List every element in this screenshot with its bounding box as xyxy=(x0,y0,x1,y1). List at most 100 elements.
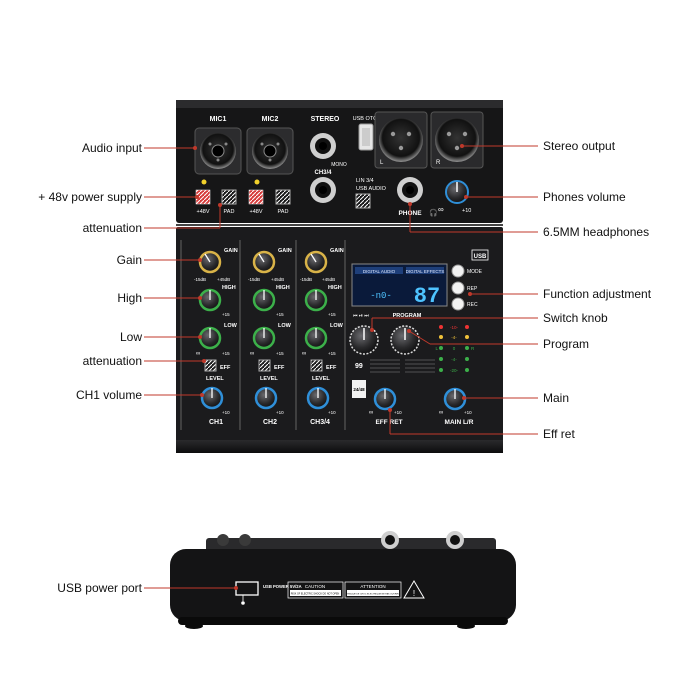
warning-mark: ! xyxy=(413,589,415,598)
display-program-number: 87 xyxy=(414,284,440,309)
ch2-level-label: LEVEL xyxy=(260,376,278,382)
usb-audio-switch[interactable] xyxy=(355,193,371,209)
callout-phones-volume: Phones volume xyxy=(543,190,626,204)
ch1-eff-button[interactable] xyxy=(204,359,217,372)
ch34-eff-button[interactable] xyxy=(310,359,323,372)
ch1-low-label: LOW xyxy=(224,323,238,329)
display-left-title: DIGITAL AUDIO xyxy=(363,269,396,274)
rec-label: REC xyxy=(467,302,478,308)
display-right-title: DIGITAL EFFECTS xyxy=(406,269,445,274)
ch1-level-max: +10 xyxy=(222,410,230,415)
ch2-name: CH2 xyxy=(263,419,277,426)
meter-label-minus4: -4- xyxy=(451,357,457,362)
usb-power-label: USB POWER 5V/2A xyxy=(263,584,302,589)
ch34-gain-label: GAIN xyxy=(330,248,344,254)
callout-eff-ret: Eff ret xyxy=(543,427,575,441)
level-meter: -10- -4- L 0 R -4- -20- xyxy=(435,325,475,373)
stereo-output-r[interactable] xyxy=(435,118,479,162)
channel-strip-ch1: GAIN -15dB +45dB HIGH +15 LOW ∞ +15 EFF … xyxy=(194,248,238,426)
transport-icons: ⏮ ⏯ ⏭ xyxy=(353,313,369,319)
callout-48v-power: + 48v power supply xyxy=(38,190,142,204)
usb-audio-label: USB AUDIO xyxy=(356,186,387,192)
callout-switch-knob: Switch knob xyxy=(543,311,608,325)
ch2-high-label: HIGH xyxy=(276,285,290,291)
ch34-high-label: HIGH xyxy=(328,285,342,291)
usb-logo: USB xyxy=(474,254,487,260)
ch2-low-max: +15 xyxy=(276,351,284,356)
rep-button[interactable] xyxy=(451,281,465,295)
ch2-level-max: +10 xyxy=(276,410,284,415)
phantom-48v-button-2[interactable] xyxy=(248,189,264,205)
pad-button-1[interactable] xyxy=(221,189,237,205)
headphone-icon: 🎧 xyxy=(429,208,438,217)
eff-ret-min: ∞ xyxy=(369,410,373,416)
mixer-rear-view: USB POWER 5V/2A CAUTION RISK OF ELECTRIC… xyxy=(170,531,516,629)
ch34-low-label: LOW xyxy=(330,323,344,329)
p48v-label-1: +48V xyxy=(197,209,210,215)
caution-title: CAUTION xyxy=(305,584,325,589)
main-lr-label: MAIN L/R xyxy=(445,419,474,426)
ch34-level-max: +10 xyxy=(328,410,336,415)
phones-min-label: ∞ xyxy=(438,205,444,214)
caution-subtitle: RISK OF ELECTRIC SHOCK DO NOT OPEN xyxy=(291,593,340,596)
callout-audio-input: Audio input xyxy=(81,141,142,155)
ch2-high-max: +15 xyxy=(276,312,284,317)
rec-button[interactable] xyxy=(451,297,465,311)
ch2-eff-label: EFF xyxy=(274,365,285,371)
ch1-high-max: +15 xyxy=(222,312,230,317)
p48v-label-2: +48V xyxy=(250,209,263,215)
out-r-label: R xyxy=(436,160,441,166)
attention-label-box xyxy=(344,581,402,599)
ch1-eff-label: EFF xyxy=(220,365,231,371)
callout-low: Low xyxy=(119,330,142,344)
channel-strip-ch34: GAIN -15dB +45dB HIGH +15 LOW ∞ +15 EFF … xyxy=(300,248,344,426)
meter-label-10: -10- xyxy=(450,325,459,330)
ch34-high-max: +15 xyxy=(328,312,336,317)
mode-button[interactable] xyxy=(451,264,465,278)
ch2-low-label: LOW xyxy=(278,323,292,329)
ch1-low-min: ∞ xyxy=(196,351,200,357)
eff-ret-max: +10 xyxy=(394,410,402,415)
pad-label-2: PAD xyxy=(278,209,289,215)
ch1-level-label: LEVEL xyxy=(206,376,224,382)
program-label: PROGRAM xyxy=(393,313,422,319)
callout-high: High xyxy=(117,291,142,305)
ch34-gain-max: +45dB xyxy=(322,277,335,282)
ch2-eff-button[interactable] xyxy=(258,359,271,372)
meter-label-0: 0 xyxy=(453,346,456,351)
callout-stereo-output: Stereo output xyxy=(543,139,616,153)
eff-ret-label: EFF RET xyxy=(375,419,402,426)
ch1-gain-min: -15dB xyxy=(194,277,206,282)
fx-count-badge: 99 xyxy=(355,363,363,370)
lin34-label: LIN 3/4 xyxy=(356,178,374,184)
caution-label-box xyxy=(287,581,344,599)
channel-strip-ch2: GAIN -15dB +45dB HIGH +15 LOW ∞ +15 EFF … xyxy=(248,248,292,426)
ch1-gain-label: GAIN xyxy=(224,248,238,254)
meter-r: R xyxy=(471,346,475,351)
meter-label-20: -20- xyxy=(450,368,459,373)
effect-list xyxy=(370,359,435,373)
ch34-name: CH3/4 xyxy=(310,419,330,426)
usb-otg-label: USB OTG xyxy=(353,116,378,122)
pad-label-1: PAD xyxy=(224,209,235,215)
ch2-gain-max: +45dB xyxy=(271,277,284,282)
ch1-low-max: +15 xyxy=(222,351,230,356)
mixer-top-view: MIC1 MIC2 STEREO MONO CH3/4 USB OTG LIN … xyxy=(176,100,503,453)
callout-headphones: 6.5MM headphones xyxy=(543,225,650,239)
rep-label: REP xyxy=(467,286,478,292)
stereo-label: STEREO xyxy=(311,116,340,123)
main-max: +10 xyxy=(464,410,472,415)
callout-gain: Gain xyxy=(116,253,142,267)
stereo-output-l[interactable] xyxy=(379,118,423,162)
attention-subtitle: RISQUE DE CHOC ELECTRIQUE NE PAS OUVRIR xyxy=(347,593,399,596)
pad-button-2[interactable] xyxy=(275,189,291,205)
ch34-gain-min: -15dB xyxy=(300,277,312,282)
display-small-readout: -n0- xyxy=(370,291,392,301)
callout-program: Program xyxy=(543,337,590,351)
main-min: ∞ xyxy=(439,410,443,416)
ch34-low-max: +15 xyxy=(328,351,336,356)
ch34-label: CH3/4 xyxy=(314,170,332,176)
ch34-level-label: LEVEL xyxy=(312,376,330,382)
bit-badge: 24/48 xyxy=(353,387,365,392)
